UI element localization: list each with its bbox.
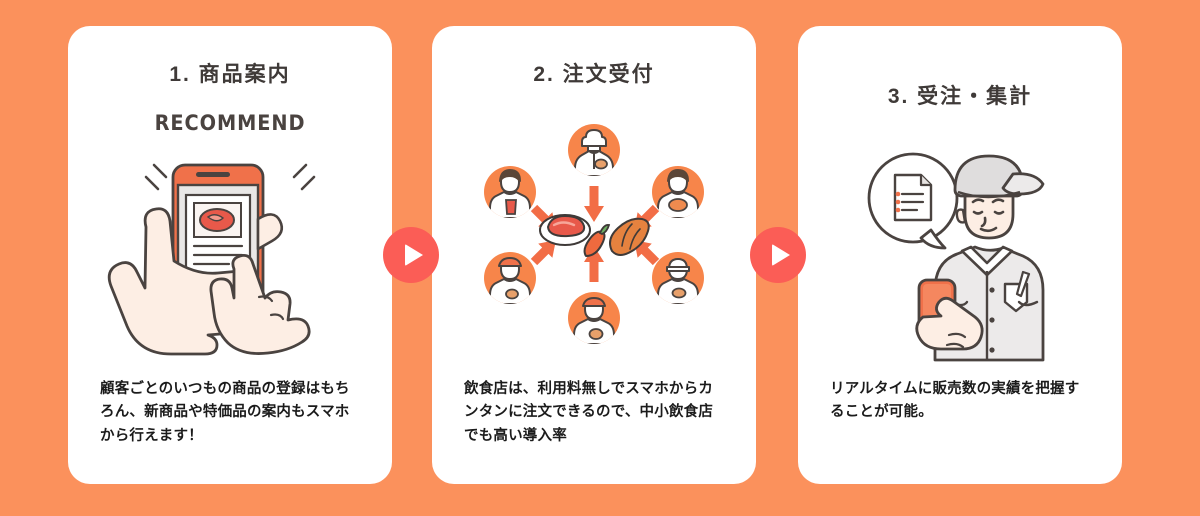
card-3-title: 3. 受注・集計 — [887, 85, 1033, 108]
cap — [953, 154, 1045, 199]
hand-holding-phone — [915, 296, 984, 351]
staff-with-phone-illustration — [867, 152, 1045, 362]
card-3-illustration — [824, 112, 1096, 378]
card-1-body: 顧客ごとのいつもの商品の登録はもちろん、新商品や特価品の案内もスマホから行えます… — [100, 381, 350, 444]
thumb — [256, 213, 284, 251]
product-card-on-screen — [184, 193, 252, 281]
staff-avatar-top-right — [652, 166, 704, 218]
step-card-1[interactable]: 1. 商品案内 RECOMMEND — [68, 26, 392, 484]
play-triangle-icon — [772, 244, 790, 266]
card-1-title: 1. 商品案内 — [169, 63, 291, 86]
step-card-2[interactable]: 2. 注文受付 — [432, 26, 756, 484]
food-hub-meat-carrot-chicken — [538, 208, 650, 262]
carrot-icon — [583, 224, 611, 257]
card-1-illustration: RECOMMEND — [94, 90, 366, 378]
staff-avatar-bottom — [568, 292, 620, 344]
smartphone-in-hand-illustration — [107, 163, 316, 356]
pointing-hand — [209, 253, 311, 355]
chef-avatar-top — [568, 124, 620, 176]
card-2-title: 2. 注文受付 — [533, 63, 655, 86]
play-arrow-1[interactable] — [383, 227, 439, 283]
card-2-body: 飲食店は、利用料無しでスマホからカンタンに注文できるので、中小飲食店でも高い導入… — [464, 381, 714, 444]
speech-bubble — [867, 152, 959, 250]
staff-avatar-top-left — [484, 166, 536, 218]
card-3-body: リアルタイムに販売数の実績を把握することが可能。 — [830, 381, 1080, 421]
staff-avatar-bottom-right — [652, 252, 704, 304]
steak-icon — [539, 214, 591, 246]
sparkle-lines — [144, 163, 316, 191]
recommend-label: RECOMMEND — [154, 111, 306, 135]
card-2-illustration — [458, 90, 730, 378]
roast-chicken-icon — [609, 217, 650, 256]
step-card-3[interactable]: 3. 受注・集計 — [798, 26, 1122, 484]
meat-photo — [199, 208, 235, 232]
staff-avatar-bottom-left — [484, 252, 536, 304]
play-triangle-icon — [405, 244, 423, 266]
play-arrow-2[interactable] — [750, 227, 806, 283]
checklist-document-icon — [893, 173, 933, 222]
